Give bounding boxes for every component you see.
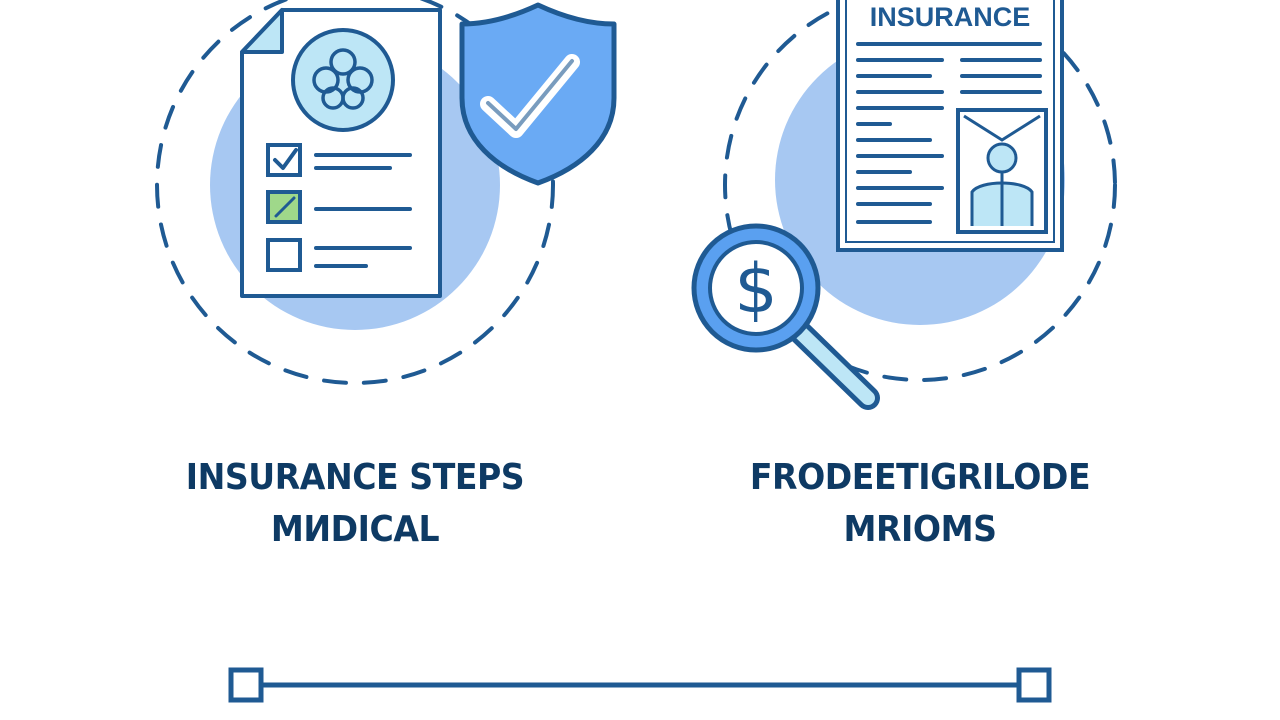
right-caption-line2: MRIOMS xyxy=(843,509,997,550)
dollar-sign-icon: $ xyxy=(734,250,777,329)
left-panel xyxy=(155,0,617,385)
id-photo-icon xyxy=(956,108,1048,234)
left-dashed-ring xyxy=(155,0,555,385)
left-caption: INSURANCE STEPS MИDICAL xyxy=(134,452,576,556)
document-heading: INSURANCE xyxy=(870,2,1031,32)
left-caption-line1: INSURANCE STEPS xyxy=(185,457,525,498)
left-caption-line2: MИDICAL xyxy=(270,509,440,550)
divider-line xyxy=(228,667,1052,703)
shield-check-icon xyxy=(459,2,617,186)
right-panel: INSURANCE xyxy=(691,0,1117,410)
slider-handle-left[interactable] xyxy=(228,667,264,703)
magnifying-glass-icon: $ xyxy=(691,223,880,410)
checklist-icon xyxy=(266,143,412,272)
slider-handle-right[interactable] xyxy=(1016,667,1052,703)
right-caption-line1: FRODEETIGRILODE xyxy=(749,457,1091,498)
medical-emblem-icon xyxy=(291,28,395,132)
right-caption: FRODEETIGRILODE MRIOMS xyxy=(699,452,1141,556)
right-dashed-ring xyxy=(723,0,1117,382)
checkbox-empty xyxy=(266,238,302,272)
